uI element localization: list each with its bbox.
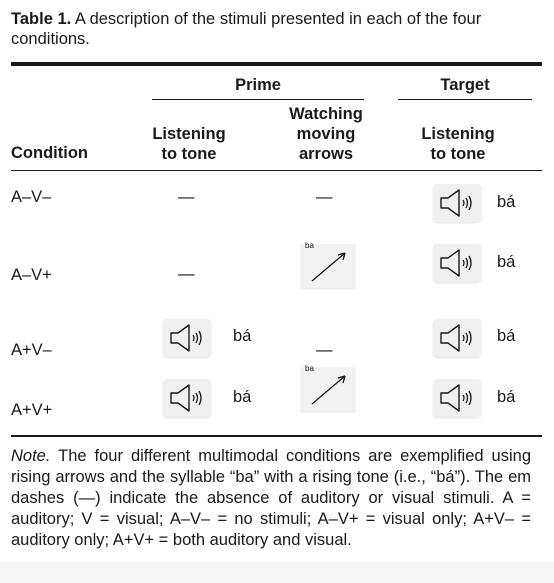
header-listening-prime-line1: Listening (152, 125, 226, 143)
arrow-syllable-label: ba (305, 364, 314, 373)
header-listening-target-line2: to tone (430, 145, 486, 163)
header-watching: Watching moving arrows (266, 104, 386, 164)
listening-syllable: bá (233, 327, 252, 345)
header-condition: Condition (11, 144, 88, 162)
listening-speaker-box (163, 379, 211, 417)
header-listening-prime: Listening to tone (130, 124, 248, 164)
header-watching-line1: Watching (289, 105, 363, 123)
watching-dash: — (316, 341, 333, 359)
note-text: The four different multimodal conditions… (11, 447, 531, 549)
header-listening-target: Listening to tone (399, 124, 517, 164)
target-syllable: bá (497, 193, 516, 211)
speaker-icon (170, 324, 202, 352)
watching-arrow-box: ba (301, 241, 355, 288)
listening-dash: — (178, 188, 195, 206)
target-speaker-box (433, 319, 481, 357)
speaker-icon (440, 189, 472, 217)
speaker-icon (440, 384, 472, 412)
speaker-icon (170, 384, 202, 412)
header-listening-prime-line2: to tone (161, 145, 217, 163)
target-syllable: bá (497, 253, 516, 271)
target-syllable: bá (497, 388, 516, 406)
arrow-syllable-label: ba (305, 241, 314, 250)
target-speaker-box (433, 184, 481, 222)
target-subrule (398, 99, 532, 100)
target-syllable: bá (497, 327, 516, 345)
caption-label: Table 1. (11, 10, 72, 28)
top-rule (11, 62, 542, 66)
watching-arrow-box: ba (301, 364, 355, 411)
listening-dash: — (178, 265, 195, 283)
row-condition: A+V– (11, 341, 52, 359)
header-prime: Prime (235, 76, 281, 94)
listening-syllable: bá (233, 388, 252, 406)
speaker-icon (440, 324, 472, 352)
header-watching-line2: moving (296, 125, 356, 143)
table-note: Note. The four different multimodal cond… (11, 446, 531, 551)
row-condition: A–V– (11, 188, 52, 206)
caption-text: A description of the stimuli presented i… (11, 10, 482, 48)
speaker-icon (440, 249, 472, 277)
listening-speaker-box (163, 319, 211, 357)
watching-dash: — (316, 188, 333, 206)
prime-subrule (152, 99, 364, 100)
target-speaker-box (433, 244, 481, 282)
header-rule (11, 170, 542, 171)
table-caption: Table 1. A description of the stimuli pr… (11, 9, 547, 49)
bottom-rule (11, 435, 542, 437)
header-listening-target-line1: Listening (421, 125, 495, 143)
rising-arrow-icon (311, 252, 346, 282)
row-condition: A–V+ (11, 266, 52, 284)
note-label: Note. (11, 447, 51, 465)
header-target: Target (440, 76, 490, 94)
header-watching-line3: arrows (298, 145, 354, 163)
target-speaker-box (433, 379, 481, 417)
rising-arrow-icon (311, 375, 346, 405)
page-bottom-band (0, 562, 554, 583)
row-condition: A+V+ (11, 401, 53, 419)
